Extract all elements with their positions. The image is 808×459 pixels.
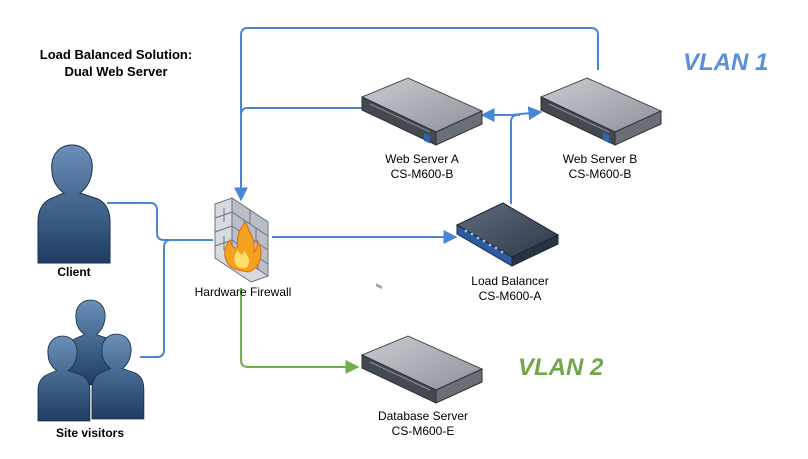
database-server-label: Database Server CS-M600-E [368,409,478,439]
link-client [107,202,213,241]
load-balancer-model: CS-M600-A [478,289,542,303]
web-server-b-model: CS-M600-B [568,167,632,181]
web-server-b-name: Web Server B [562,152,638,166]
site-visitors-icon [37,299,145,422]
client-icon [37,144,111,264]
link-weba-to-firewall [240,107,362,116]
database-server-name: Database Server [377,409,469,423]
link-webb-to-firewall [234,27,599,202]
database-server-icon [360,335,484,404]
link-visitors [140,239,172,358]
web-server-a-label: Web Server A CS-M600-B [372,152,472,182]
load-balancer-name: Load Balancer [471,274,549,288]
vlan-2-label: VLAN 2 [518,354,604,381]
site-visitors-label: Site visitors [55,426,125,440]
firewall-label: Hardware Firewall [194,285,292,299]
connections [107,27,599,374]
link-lb-up [510,114,519,204]
title-line-2: Dual Web Server [64,64,168,79]
load-balancer-icon [455,202,560,267]
web-server-a-name: Web Server A [385,152,459,166]
link-lb-webb [510,106,543,121]
title-line-1: Load Balanced Solution: [39,47,193,62]
client-label: Client [57,265,91,279]
link-firewall-db [240,288,360,374]
vlan-1-label: VLAN 1 [683,49,769,76]
web-server-a-model: CS-M600-B [390,167,454,181]
web-server-b-label: Web Server B CS-M600-B [550,152,650,182]
web-server-a-icon [360,77,484,290]
diagram-title: Load Balanced Solution: Dual Web Server [28,46,204,80]
database-server-model: CS-M600-E [391,424,455,438]
web-server-b-icon [539,77,663,146]
load-balancer-label: Load Balancer CS-M600-A [460,274,560,304]
firewall-icon [214,197,269,283]
